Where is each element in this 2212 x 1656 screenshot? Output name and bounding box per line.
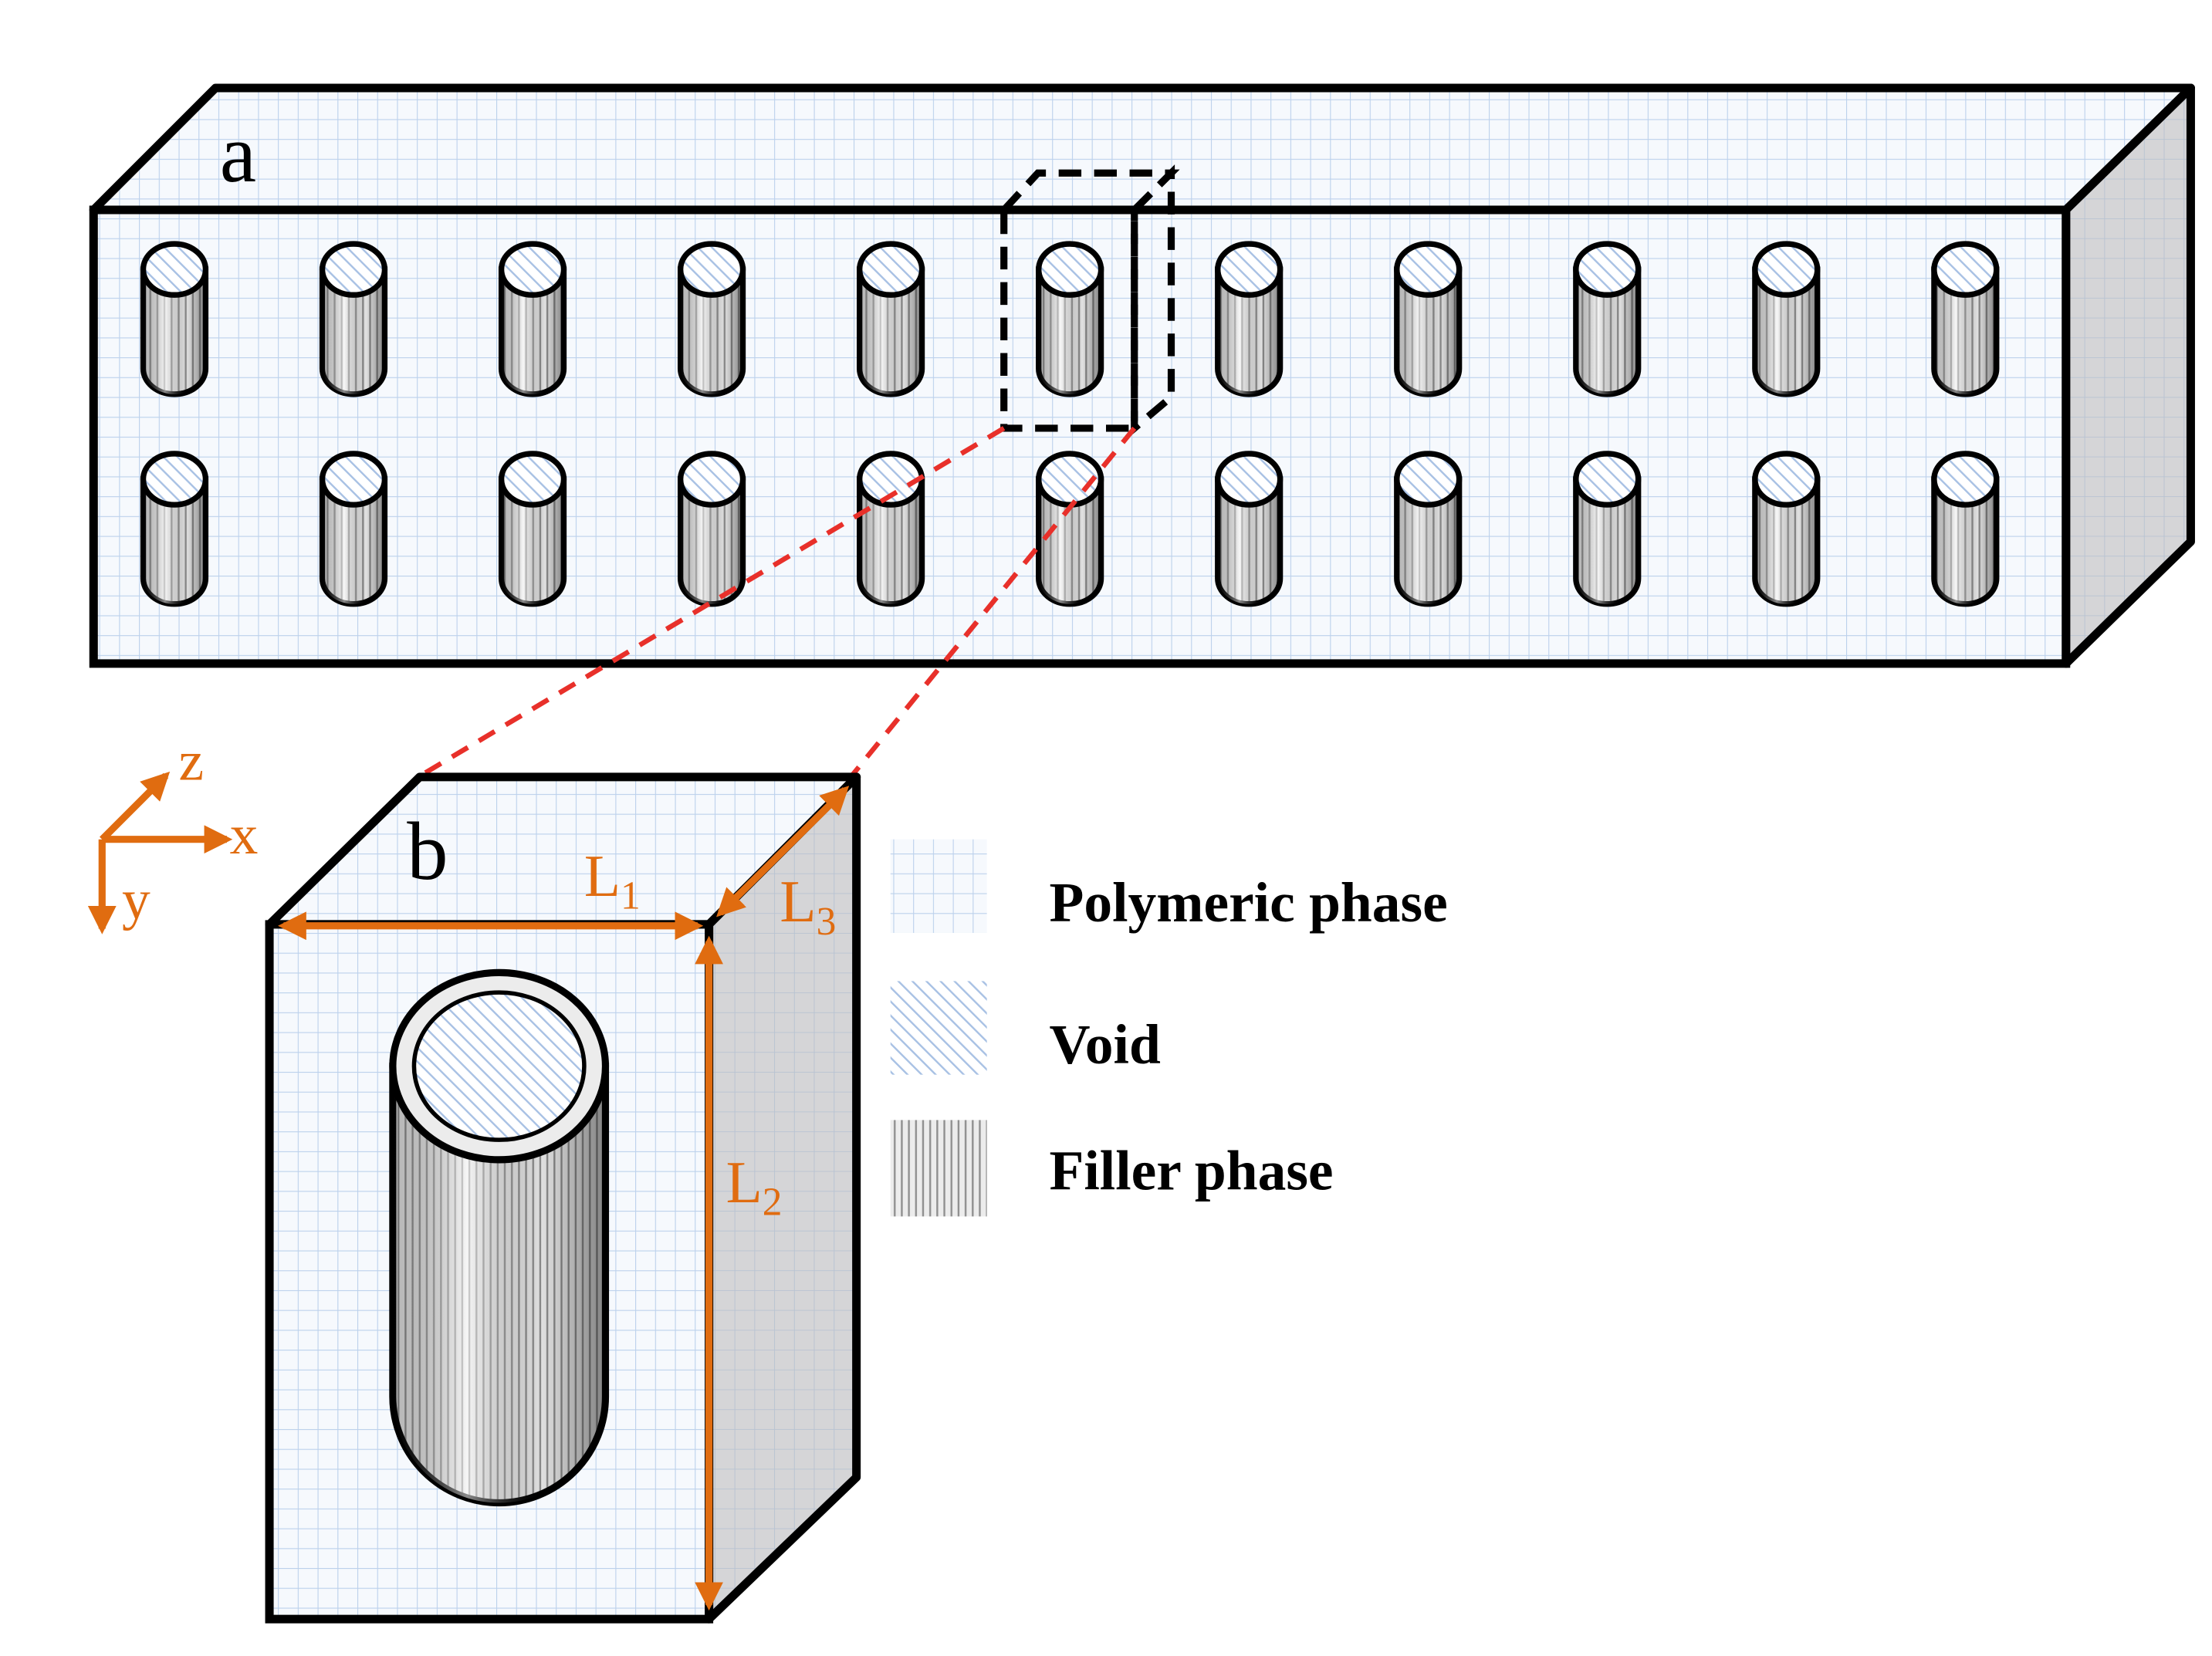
filler-cylinder — [1573, 451, 1642, 607]
axis-label-y: y — [122, 869, 151, 931]
filler-cylinder — [1573, 241, 1642, 397]
void-top — [1573, 241, 1642, 298]
axis-label-x: x — [230, 803, 259, 866]
filler-cylinder — [319, 451, 388, 607]
unit-cell-void — [411, 990, 587, 1142]
filler-cylinder — [1394, 451, 1463, 607]
filler-cylinder — [1215, 241, 1284, 397]
void-top — [1752, 241, 1821, 298]
void-top — [1752, 451, 1821, 508]
filler-cylinder — [140, 451, 209, 607]
void-top — [1931, 451, 2000, 508]
legend-swatch-polymer — [890, 839, 987, 933]
filler-cylinder — [140, 241, 209, 397]
dim-label-L1: L1 — [584, 843, 641, 918]
legend-label-polymer: Polymeric phase — [1050, 871, 1448, 934]
filler-cylinder — [1394, 241, 1463, 397]
void-top — [319, 451, 388, 508]
filler-cylinder — [1752, 241, 1821, 397]
void-top — [1394, 451, 1463, 508]
legend-label-void: Void — [1050, 1013, 1161, 1076]
legend-swatch-filler — [890, 1120, 987, 1217]
void-top — [140, 241, 209, 298]
block-a-top-face — [89, 83, 2195, 215]
filler-cylinder-array — [140, 241, 2000, 607]
filler-cylinder — [1036, 241, 1104, 397]
void-top — [498, 451, 567, 508]
filler-cylinder — [498, 451, 567, 607]
filler-cylinder — [1215, 451, 1284, 607]
panel-label-b: b — [407, 806, 448, 897]
coordinate-axes — [87, 771, 233, 934]
void-top — [857, 241, 925, 298]
filler-cylinder — [1931, 241, 2000, 397]
filler-cylinder — [1036, 451, 1104, 607]
void-top — [1573, 451, 1642, 508]
void-top — [1215, 241, 1284, 298]
void-top — [677, 451, 746, 508]
zoom-lines — [424, 426, 1137, 779]
void-top — [1394, 241, 1463, 298]
dim-label-L3: L3 — [780, 868, 836, 944]
void-top — [140, 451, 209, 508]
filler-cylinder — [677, 451, 746, 607]
panel-a-block — [89, 83, 2195, 668]
void-top — [677, 241, 746, 298]
filler-cylinder — [498, 241, 567, 397]
legend-swatch-void — [890, 981, 987, 1075]
filler-cylinder — [677, 241, 746, 397]
axis-z-arrow — [100, 771, 171, 842]
filler-cylinder — [857, 241, 925, 397]
axis-label-z: z — [178, 730, 204, 793]
void-top — [1036, 241, 1104, 298]
legend: Polymeric phase Void Filler phase — [890, 839, 1448, 1217]
filler-cylinder — [1752, 451, 1821, 607]
filler-cylinder — [319, 241, 388, 397]
void-top — [1931, 241, 2000, 298]
void-top — [498, 241, 567, 298]
dim-label-L2: L2 — [726, 1149, 783, 1225]
unit-cell-selection — [996, 164, 1180, 436]
panel-label-a: a — [220, 109, 256, 200]
legend-label-filler: Filler phase — [1050, 1139, 1334, 1201]
dim-L3-arrow — [716, 786, 850, 918]
dimension-arrows — [278, 786, 850, 1611]
unit-cell-filler-cylinder — [389, 968, 610, 1507]
void-top — [1215, 451, 1284, 508]
void-top — [319, 241, 388, 298]
panel-b-unit-cell — [265, 772, 861, 1624]
filler-cylinder — [1931, 451, 2000, 607]
filler-cylinder — [857, 451, 925, 607]
